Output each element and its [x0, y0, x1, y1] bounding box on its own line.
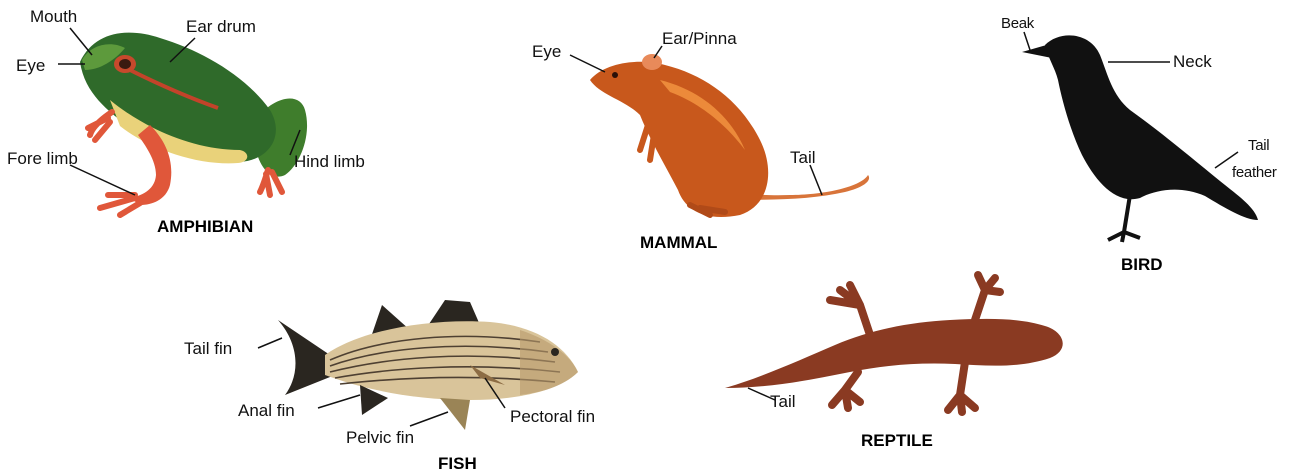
label-fish-pectoral-fin: Pectoral fin: [510, 408, 595, 425]
rat-body: [590, 62, 768, 217]
rat-ear: [642, 54, 662, 70]
gecko-back-leg-bottom: [832, 372, 860, 408]
rat-illustration: [590, 54, 869, 217]
frog-illustration: [80, 33, 307, 215]
crow-body: [1045, 35, 1258, 220]
label-frog-eye: Eye: [16, 57, 45, 74]
label-bird-neck: Neck: [1173, 53, 1212, 70]
label-bird-tail-feather-line2: feather: [1232, 165, 1277, 180]
crow-legs: [1108, 195, 1140, 242]
label-rat-eye: Eye: [532, 43, 561, 60]
crow-illustration: [1022, 35, 1258, 242]
label-frog-fore-limb: Fore limb: [7, 150, 78, 167]
label-rat-ear: Ear/Pinna: [662, 30, 737, 47]
label-rat-tail: Tail: [790, 149, 816, 166]
gecko-back-leg-top: [830, 285, 870, 335]
label-frog-mouth: Mouth: [30, 8, 77, 25]
fish-head-shading: [520, 330, 578, 395]
frog-fore-toes: [100, 195, 140, 215]
title-amphibian: AMPHIBIAN: [157, 218, 253, 235]
rat-eye: [612, 72, 618, 78]
label-fish-anal-fin: Anal fin: [238, 402, 295, 419]
label-bird-beak: Beak: [1001, 16, 1034, 31]
label-frog-ear-drum: Ear drum: [186, 18, 256, 35]
label-fish-tail-fin: Tail fin: [184, 340, 232, 357]
title-fish: FISH: [438, 455, 477, 472]
frog-back-fore-limb: [88, 112, 112, 140]
label-frog-hind-limb: Hind limb: [294, 153, 365, 170]
title-mammal: MAMMAL: [640, 234, 717, 251]
gecko-front-leg-bottom: [948, 362, 975, 412]
label-reptile-tail: Tail: [770, 393, 796, 410]
rat-fore-legs: [640, 125, 655, 160]
gecko-front-leg-top: [975, 275, 1000, 320]
label-fish-pelvic-fin: Pelvic fin: [346, 429, 414, 446]
title-reptile: REPTILE: [861, 432, 933, 449]
title-bird: BIRD: [1121, 256, 1163, 273]
fish-eye: [551, 348, 559, 356]
label-bird-tail-feather-line1: Tail: [1248, 138, 1269, 153]
gecko-body: [725, 319, 1063, 388]
